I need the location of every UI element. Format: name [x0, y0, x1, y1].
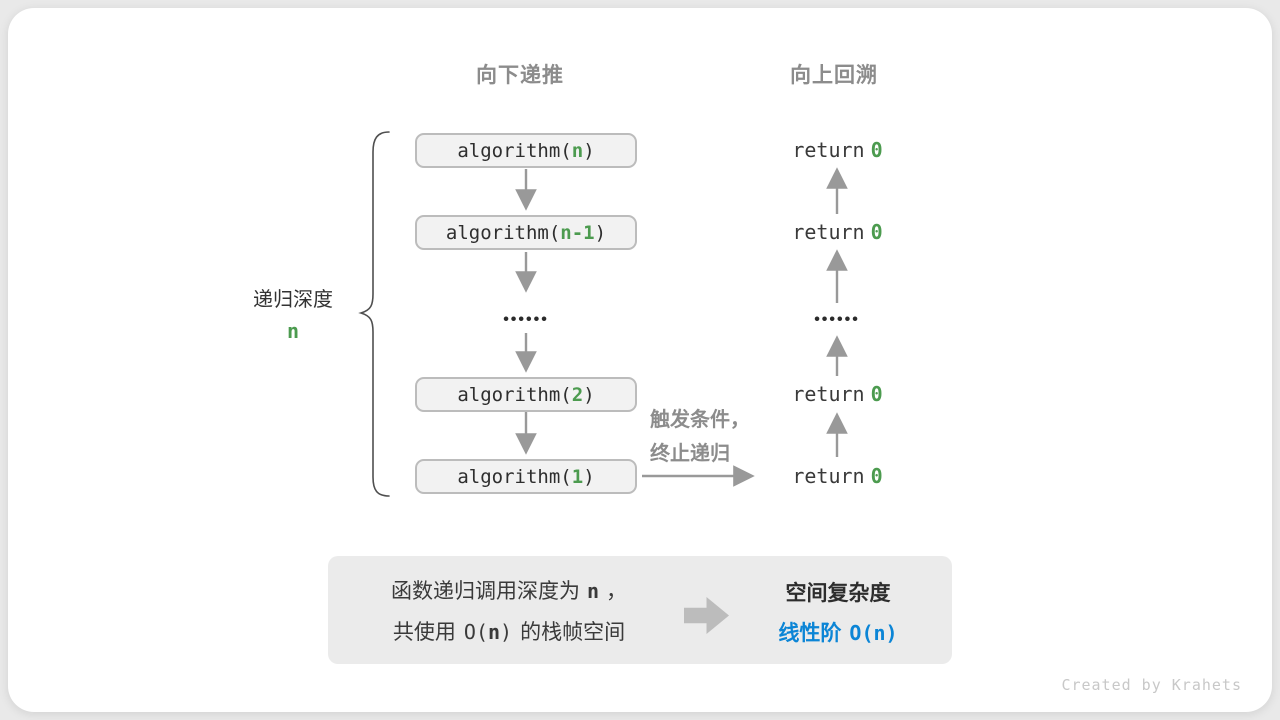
summary-line2-code-close: ) [500, 620, 513, 644]
call-box-n-1: algorithm(n-1) [415, 215, 637, 250]
call-close: ) [583, 139, 595, 162]
call-close: ) [583, 465, 595, 488]
call-fn: algorithm( [457, 383, 572, 406]
header-downward-recursion: 向下递推 [476, 64, 564, 87]
call-fn: algorithm( [445, 221, 561, 244]
return-value: 0 [870, 464, 883, 488]
call-box-1: algorithm(1) [415, 459, 637, 494]
space-complexity-value: 线性阶 O(n) [742, 617, 934, 647]
call-close: ) [594, 221, 607, 244]
depth-value: n [286, 319, 300, 343]
summary-panel [328, 556, 952, 664]
return-keyword: return [792, 464, 865, 488]
return-keyword: return [792, 138, 865, 162]
call-arg: n [571, 139, 584, 162]
terminate-line1: 触发条件， [650, 409, 750, 431]
call-fn: algorithm( [457, 465, 572, 488]
return-keyword: return [792, 220, 865, 244]
space-complexity-title: 空间复杂度 [785, 582, 891, 605]
summary-line2-var: n [488, 620, 501, 644]
call-box-2: algorithm(2) [415, 377, 637, 412]
summary-line1: 函数递归调用深度为 n ， [344, 571, 674, 612]
summary-line2: 共使用 O(n) 的栈帧空间 [344, 612, 674, 653]
summary-line2-code-open: O( [463, 620, 488, 644]
summary-line1-suffix: ， [606, 580, 628, 603]
summary-line1-prefix: 函数递归调用深度为 [390, 580, 580, 603]
watermark-credit: Created by Krahets [1061, 676, 1242, 694]
return-ellipsis-dots: •••••• [814, 311, 860, 328]
call-box-n: algorithm(n) [415, 133, 637, 168]
call-arg: 1 [571, 465, 584, 488]
complexity-notation: O(n) [849, 621, 898, 645]
return-value: 0 [870, 382, 883, 406]
stack-ellipsis-dots: •••••• [503, 311, 549, 328]
depth-label: 递归深度 [253, 289, 333, 311]
return-value: 0 [870, 138, 883, 162]
summary-line2-suffix: 的栈帧空间 [520, 621, 626, 644]
call-close: ) [583, 383, 595, 406]
return-value: 0 [870, 220, 883, 244]
summary-line1-var: n [586, 579, 600, 603]
call-arg: 2 [571, 383, 584, 406]
call-fn: algorithm( [457, 139, 572, 162]
summary-line2-prefix: 共使用 [392, 621, 456, 644]
terminate-line2: 终止递归 [650, 443, 730, 465]
call-arg: n-1 [560, 221, 595, 244]
terminate-annotation: 触发条件， 终止递归 [650, 403, 770, 471]
header-upward-backtrack: 向上回溯 [790, 64, 878, 87]
complexity-order-label: 线性阶 [778, 622, 842, 645]
return-keyword: return [792, 382, 865, 406]
